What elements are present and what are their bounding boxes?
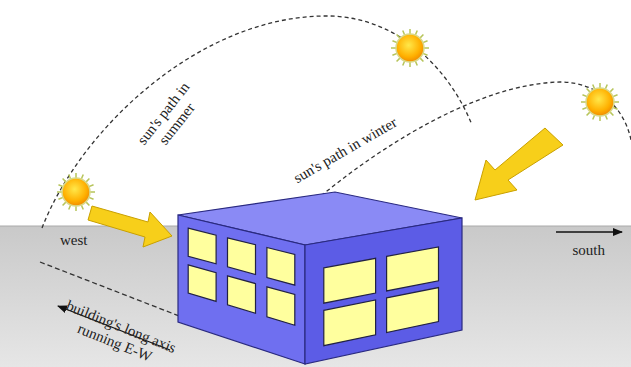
building bbox=[178, 192, 462, 364]
suns bbox=[57, 29, 619, 211]
sun-ray-arrow bbox=[88, 206, 172, 247]
path-label: sun's path in summer bbox=[132, 76, 207, 159]
sun-ray-arrow bbox=[475, 128, 563, 200]
sun bbox=[62, 178, 90, 206]
sun bbox=[586, 88, 614, 116]
summer-path bbox=[42, 16, 472, 228]
sun bbox=[396, 34, 424, 62]
direction-label: south bbox=[573, 242, 606, 259]
south-arrow bbox=[556, 231, 622, 232]
direction-label: west bbox=[60, 232, 88, 249]
